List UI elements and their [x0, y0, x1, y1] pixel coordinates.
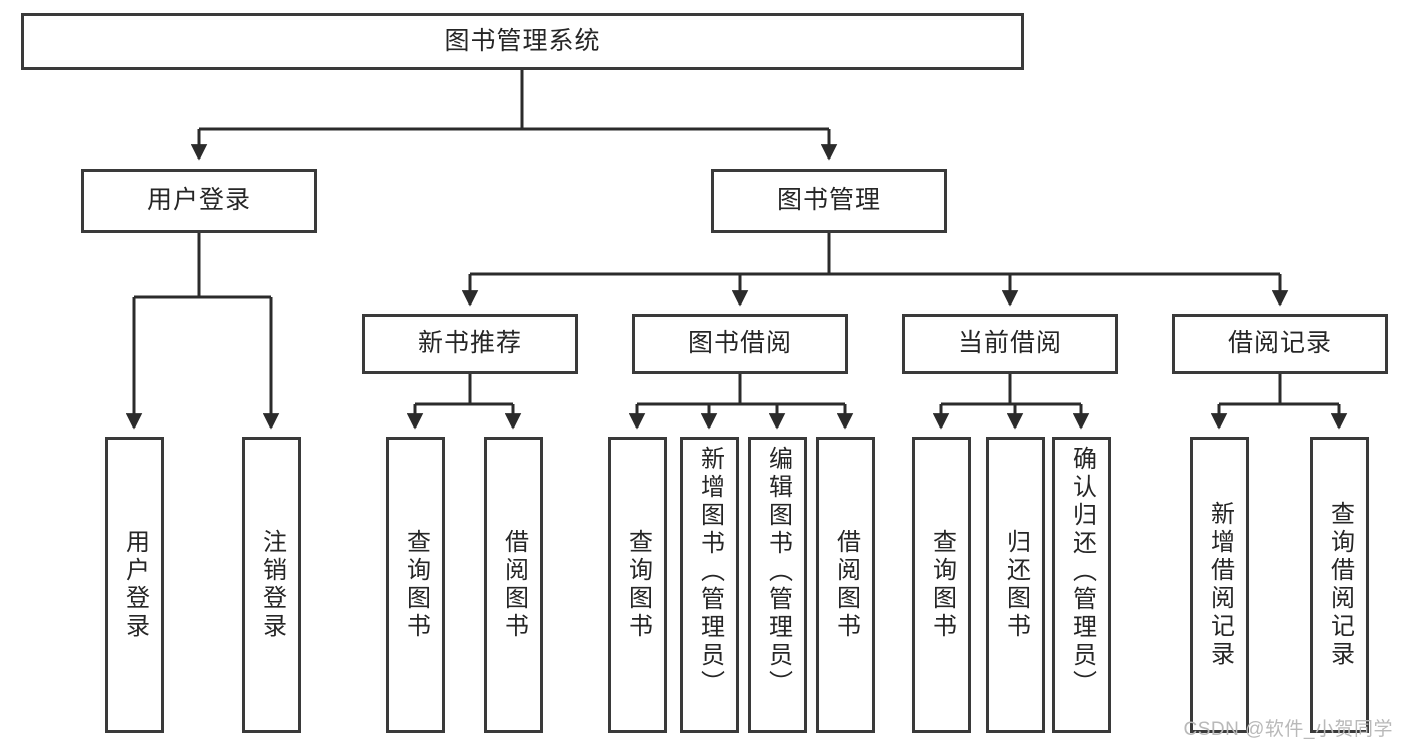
node-new-book-recommend-label: 新书推荐: [417, 329, 522, 358]
node-book-management-label: 图书管理: [776, 186, 881, 215]
node-book-borrow-label: 图书借阅: [687, 329, 792, 358]
node-leaf-confirm-return-admin[interactable]: 确认归还（管理员）: [1052, 437, 1111, 733]
node-book-management[interactable]: 图书管理: [711, 169, 947, 233]
node-leaf-label: 确认归还（管理员）: [1068, 446, 1096, 698]
node-leaf-label: 用户登录: [121, 529, 149, 641]
node-root-label: 图书管理系统: [444, 26, 601, 55]
node-leaf-return-book[interactable]: 归还图书: [986, 437, 1045, 733]
node-leaf-query-book-current[interactable]: 查询图书: [912, 437, 971, 733]
node-leaf-logout[interactable]: 注销登录: [242, 437, 301, 733]
node-leaf-edit-book-admin[interactable]: 编辑图书（管理员）: [748, 437, 807, 733]
node-leaf-query-borrow-record[interactable]: 查询借阅记录: [1310, 437, 1369, 733]
node-leaf-label: 注销登录: [258, 529, 286, 641]
node-leaf-label: 借阅图书: [500, 529, 528, 641]
node-leaf-user-login[interactable]: 用户登录: [105, 437, 164, 733]
node-leaf-borrow-book[interactable]: 借阅图书: [816, 437, 875, 733]
node-current-borrow-label: 当前借阅: [957, 329, 1062, 358]
node-new-book-recommend[interactable]: 新书推荐: [362, 314, 578, 374]
node-leaf-query-book-rec[interactable]: 查询图书: [386, 437, 445, 733]
node-leaf-add-book-admin[interactable]: 新增图书（管理员）: [680, 437, 739, 733]
node-leaf-label: 编辑图书（管理员）: [764, 446, 792, 698]
node-leaf-label: 查询借阅记录: [1326, 501, 1354, 669]
node-leaf-label: 归还图书: [1002, 529, 1030, 641]
node-user-login[interactable]: 用户登录: [81, 169, 317, 233]
node-leaf-label: 查询图书: [928, 529, 956, 641]
node-leaf-borrow-book-rec[interactable]: 借阅图书: [484, 437, 543, 733]
node-root-system[interactable]: 图书管理系统: [21, 13, 1024, 70]
node-user-login-label: 用户登录: [146, 186, 251, 215]
node-leaf-query-book-borrow[interactable]: 查询图书: [608, 437, 667, 733]
node-leaf-add-borrow-record[interactable]: 新增借阅记录: [1190, 437, 1249, 733]
node-leaf-label: 新增图书（管理员）: [696, 446, 724, 698]
node-leaf-label: 借阅图书: [832, 529, 860, 641]
csdn-watermark: CSDN @软件_小贺同学: [1183, 719, 1393, 740]
node-leaf-label: 查询图书: [402, 529, 430, 641]
node-current-borrow[interactable]: 当前借阅: [902, 314, 1118, 374]
node-borrow-record[interactable]: 借阅记录: [1172, 314, 1388, 374]
node-leaf-label: 查询图书: [624, 529, 652, 641]
node-book-borrow[interactable]: 图书借阅: [632, 314, 848, 374]
node-leaf-label: 新增借阅记录: [1206, 501, 1234, 669]
node-borrow-record-label: 借阅记录: [1227, 329, 1332, 358]
